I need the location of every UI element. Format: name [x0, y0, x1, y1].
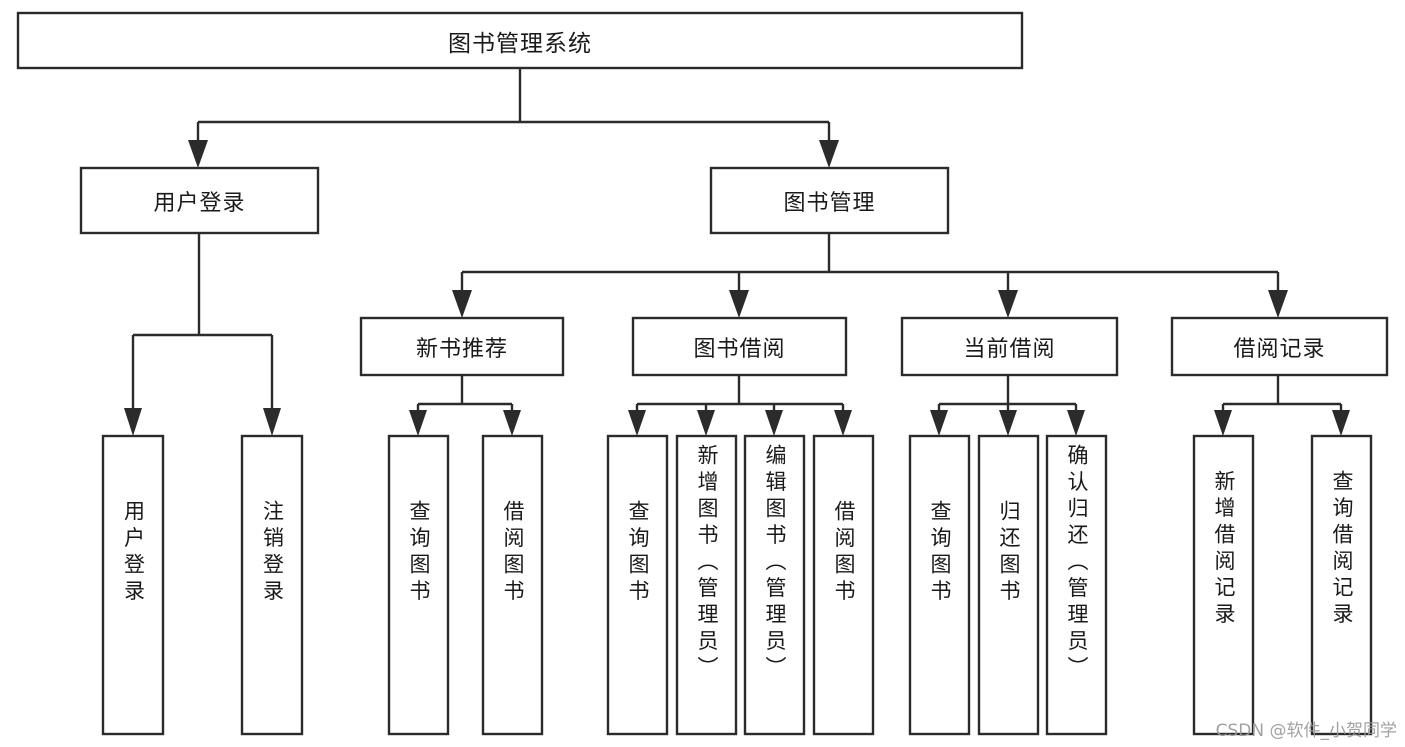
arrow-head-leaf-add-borrow-record	[1214, 410, 1232, 436]
node-box-borrow-record[interactable]	[1170, 316, 1389, 377]
node-box-leaf-query-book-1[interactable]	[387, 434, 450, 736]
connector-group-borrow-record	[1214, 375, 1350, 436]
arrow-head-leaf-add-book-admin	[697, 410, 715, 436]
node-box-leaf-query-book-3[interactable]	[908, 434, 971, 736]
arrow-head-leaf-logout-login	[263, 408, 281, 436]
node-box-leaf-borrow-book-1[interactable]	[481, 434, 544, 736]
node-box-book-borrow[interactable]	[631, 316, 848, 377]
node-box-root[interactable]	[16, 11, 1024, 70]
arrow-head-leaf-return-book	[999, 410, 1017, 436]
arrow-head-new-book-recommend	[452, 290, 472, 318]
connector-group-root	[188, 68, 839, 168]
arrow-head-borrow-record	[1268, 290, 1288, 318]
arrow-head-user-login	[188, 140, 208, 168]
arrow-head-leaf-borrow-book-1	[503, 410, 521, 436]
connector-group-new-book-recommend	[409, 375, 521, 436]
arrow-head-leaf-borrow-book-2	[834, 410, 852, 436]
connector-group-user-login	[124, 233, 281, 436]
arrow-head-leaf-user-login	[124, 408, 142, 436]
node-box-leaf-edit-book-admin[interactable]	[743, 434, 806, 736]
node-box-leaf-user-login[interactable]	[101, 434, 165, 736]
arrow-head-leaf-query-borrow-record	[1332, 410, 1350, 436]
node-box-leaf-return-book[interactable]	[977, 434, 1040, 736]
arrow-head-leaf-query-book-1	[409, 410, 427, 436]
node-box-book-manage[interactable]	[709, 166, 950, 235]
arrow-head-current-borrow	[998, 290, 1018, 318]
node-box-current-borrow[interactable]	[900, 316, 1119, 377]
arrow-head-leaf-query-book-3	[930, 410, 948, 436]
node-box-leaf-borrow-book-2[interactable]	[812, 434, 875, 736]
node-box-new-book-recommend[interactable]	[359, 316, 565, 377]
arrow-head-leaf-query-book-2	[628, 410, 646, 436]
node-box-leaf-logout-login[interactable]	[240, 434, 304, 736]
node-box-leaf-add-book-admin[interactable]	[675, 434, 738, 736]
arrow-head-leaf-edit-book-admin	[765, 410, 783, 436]
arrow-head-leaf-confirm-return-admin	[1067, 410, 1085, 436]
node-box-leaf-query-book-2[interactable]	[606, 434, 669, 736]
arrow-head-book-manage	[819, 140, 839, 168]
arrow-head-book-borrow	[729, 290, 749, 318]
node-box-user-login[interactable]	[79, 166, 320, 235]
connector-group-current-borrow	[930, 375, 1085, 436]
node-box-leaf-add-borrow-record[interactable]	[1192, 434, 1255, 736]
connector-group-book-manage	[452, 233, 1288, 318]
node-box-leaf-confirm-return-admin[interactable]	[1045, 434, 1108, 736]
node-box-leaf-query-borrow-record[interactable]	[1310, 434, 1373, 736]
connector-group-book-borrow	[628, 375, 852, 436]
